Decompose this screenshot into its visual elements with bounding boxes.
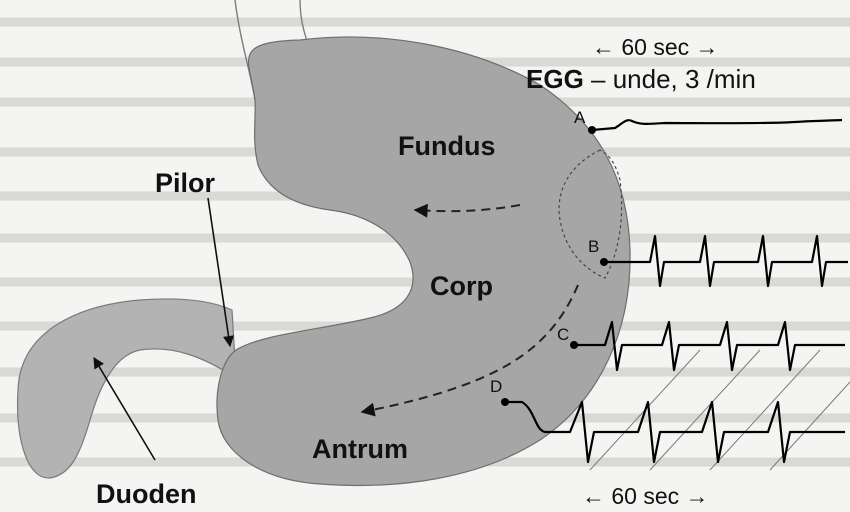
label-fundus: Fundus	[398, 131, 495, 161]
egg-title-rest: – unde, 3 /min	[584, 64, 756, 94]
label-antrum: Antrum	[312, 434, 408, 464]
label-pilor: Pilor	[155, 168, 216, 198]
egg-title: EGG – unde, 3 /min	[526, 64, 756, 94]
label-corp: Corp	[430, 271, 493, 301]
lead-label-c: C	[557, 325, 569, 344]
electrode-d	[501, 398, 509, 406]
electrode-b	[600, 258, 608, 266]
time-scale-bottom: ← 60 sec →	[582, 483, 709, 509]
egg-title-bold: EGG	[526, 64, 584, 94]
lead-label-b: B	[588, 237, 599, 256]
electrode-c	[570, 341, 578, 349]
lead-label-d: D	[490, 377, 502, 396]
egg-trace-a	[592, 120, 842, 130]
label-duoden: Duoden	[96, 479, 197, 509]
lead-label-a: A	[574, 108, 586, 127]
electrode-a	[588, 126, 596, 134]
time-scale-top: ← 60 sec →	[592, 34, 719, 60]
